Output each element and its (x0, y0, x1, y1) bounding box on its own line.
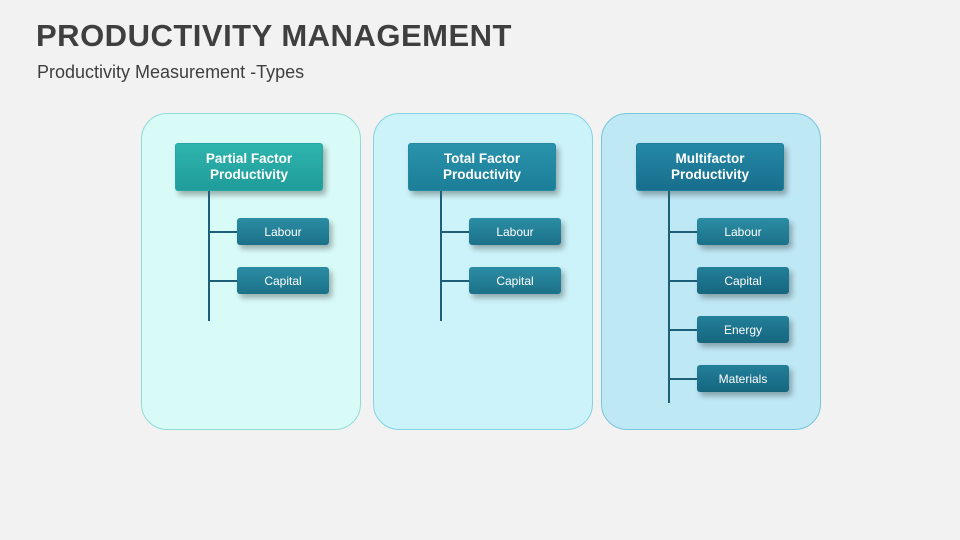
panel-partial-factor-productivity[interactable]: Partial Factor Productivity Labour Capit… (141, 113, 361, 430)
panel-header-line2: Productivity (442, 167, 521, 182)
node-label: Capital (724, 273, 762, 288)
node-label: Capital (264, 273, 302, 288)
panel-header-line1: Partial Factor (205, 151, 293, 166)
node-label: Labour (264, 224, 302, 239)
diagram-panels: Partial Factor Productivity Labour Capit… (141, 113, 821, 430)
node-labour[interactable]: Labour (469, 218, 561, 245)
node-label: Labour (724, 224, 762, 239)
node-capital[interactable]: Capital (469, 267, 561, 294)
panel-header-total-factor-productivity[interactable]: Total Factor Productivity (408, 143, 556, 191)
node-labour[interactable]: Labour (697, 218, 789, 245)
connector-trunk (440, 191, 442, 321)
node-capital[interactable]: Capital (237, 267, 329, 294)
connector-branch (668, 378, 697, 380)
panel-header-line1: Total Factor (443, 151, 521, 166)
connector-branch (208, 231, 237, 233)
node-label: Energy (723, 322, 763, 337)
panel-header-multifactor-productivity[interactable]: Multifactor Productivity (636, 143, 784, 191)
node-labour[interactable]: Labour (237, 218, 329, 245)
connector-branch (668, 329, 697, 331)
panel-header-line2: Productivity (209, 167, 288, 182)
panel-multifactor-productivity[interactable]: Multifactor Productivity Labour Capital … (601, 113, 821, 430)
connector-branch (440, 280, 469, 282)
node-energy[interactable]: Energy (697, 316, 789, 343)
node-label: Labour (496, 224, 534, 239)
node-materials[interactable]: Materials (697, 365, 789, 392)
panel-header-line2: Productivity (670, 167, 749, 182)
node-label: Capital (496, 273, 534, 288)
panel-header-partial-factor-productivity[interactable]: Partial Factor Productivity (175, 143, 323, 191)
connector-branch (440, 231, 469, 233)
page-subtitle: Productivity Measurement -Types (37, 62, 305, 82)
connector-trunk (208, 191, 210, 321)
node-capital[interactable]: Capital (697, 267, 789, 294)
panel-header-line1: Multifactor (675, 151, 745, 166)
connector-branch (668, 280, 697, 282)
page-title: PRODUCTIVITY MANAGEMENT (36, 18, 512, 53)
connector-trunk (668, 191, 670, 403)
node-label: Materials (718, 371, 768, 386)
connector-branch (668, 231, 697, 233)
connector-branch (208, 280, 237, 282)
panel-total-factor-productivity[interactable]: Total Factor Productivity Labour Capital (373, 113, 593, 430)
